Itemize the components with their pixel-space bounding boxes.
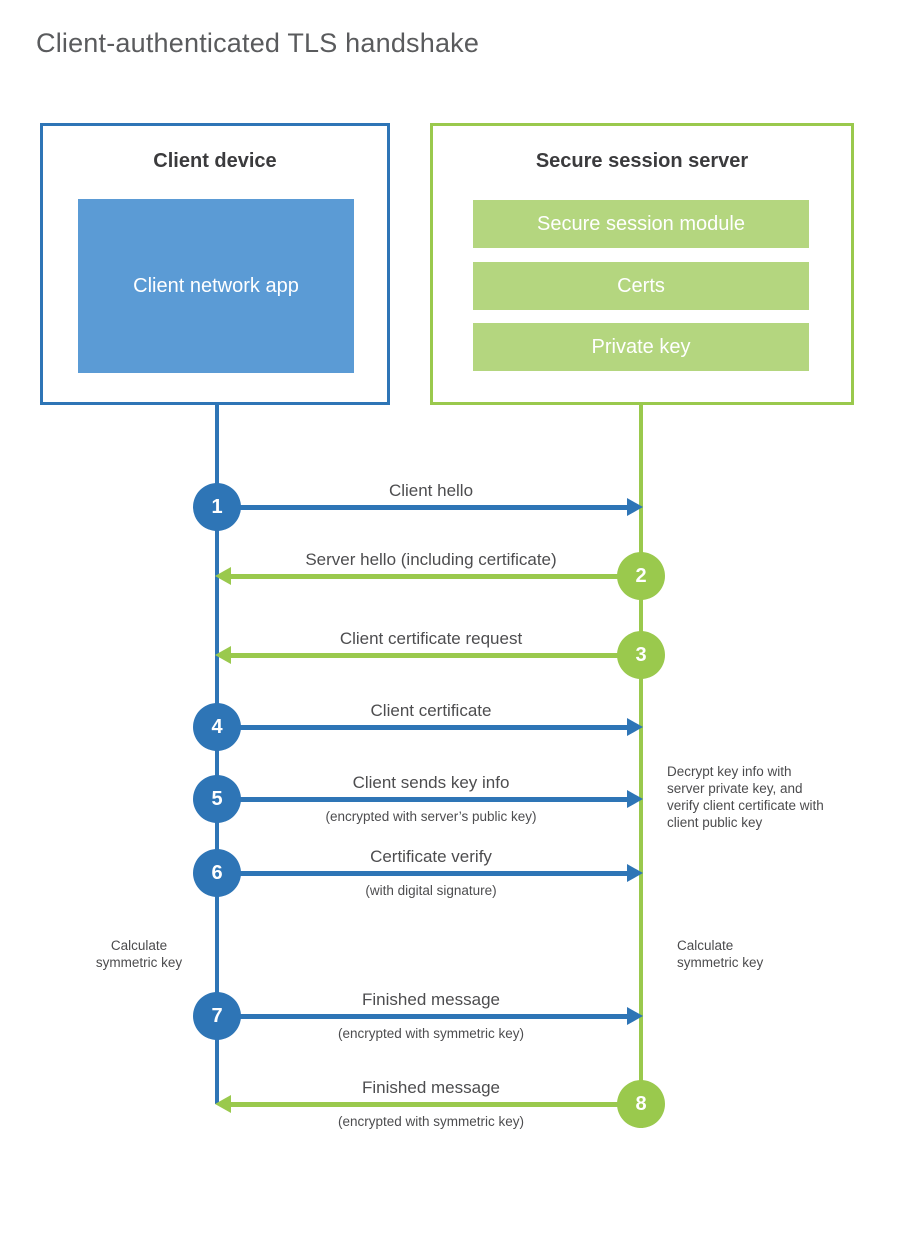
step-5-sublabel: (encrypted with server’s public key) [325, 809, 537, 824]
step-4-label: Client certificate [370, 701, 492, 720]
step-2-arrow [230, 574, 641, 579]
step-6-arrowhead-icon [627, 864, 643, 882]
step-7-circle: 7 [193, 992, 241, 1040]
step-5-arrowhead-icon [627, 790, 643, 808]
step-6-arrow [217, 871, 627, 876]
step-2-arrowhead-icon [215, 567, 231, 585]
step-7-arrowhead-icon [627, 1007, 643, 1025]
server-module-certs: Certs [473, 262, 809, 310]
step-3-arrow [230, 653, 641, 658]
decrypt-key-note: Decrypt key info with server private key… [667, 764, 824, 830]
page-title: Client-authenticated TLS handshake [36, 28, 480, 58]
calculate-symmetric-key-server-note: Calculate symmetric key [677, 938, 764, 970]
client-device-box: Client device Client network app [40, 123, 390, 405]
step-6-sublabel: (with digital signature) [365, 883, 497, 898]
client-lifeline [215, 405, 219, 1104]
step-1-circle: 1 [193, 483, 241, 531]
step-7-sublabel: (encrypted with symmetric key) [337, 1026, 525, 1041]
step-5-arrow [217, 797, 627, 802]
step-8-arrow [230, 1102, 641, 1107]
step-8-label: Finished message [362, 1078, 500, 1097]
server-module-private-key: Private key [473, 323, 809, 371]
step-8-arrowhead-icon [215, 1095, 231, 1113]
server-module-secure-session: Secure session module [473, 200, 809, 248]
step-1-label: Client hello [388, 481, 474, 500]
step-8-sublabel: (encrypted with symmetric key) [337, 1114, 525, 1129]
step-3-label: Client certificate request [339, 629, 523, 648]
step-4-arrowhead-icon [627, 718, 643, 736]
step-8-circle: 8 [617, 1080, 665, 1128]
client-device-title: Client device [153, 150, 277, 172]
step-6-label: Certificate verify [370, 847, 492, 866]
step-2-circle: 2 [617, 552, 665, 600]
step-6-circle: 6 [193, 849, 241, 897]
calculate-symmetric-key-client-note: Calculate symmetric key [95, 938, 183, 970]
secure-session-server-box: Secure session server Secure session mod… [430, 123, 854, 405]
step-7-label: Finished message [362, 990, 500, 1009]
step-3-circle: 3 [617, 631, 665, 679]
client-network-app-box: Client network app [78, 199, 354, 373]
secure-session-server-title: Secure session server [535, 150, 749, 172]
client-network-app-label: Client network app [133, 275, 299, 297]
step-4-arrow [217, 725, 627, 730]
step-3-arrowhead-icon [215, 646, 231, 664]
server-lifeline [639, 405, 643, 1128]
step-5-circle: 5 [193, 775, 241, 823]
step-1-arrow [217, 505, 627, 510]
step-7-arrow [217, 1014, 627, 1019]
step-4-circle: 4 [193, 703, 241, 751]
step-1-arrowhead-icon [627, 498, 643, 516]
step-2-label: Server hello (including certificate) [305, 550, 557, 569]
step-5-label: Client sends key info [352, 773, 510, 792]
